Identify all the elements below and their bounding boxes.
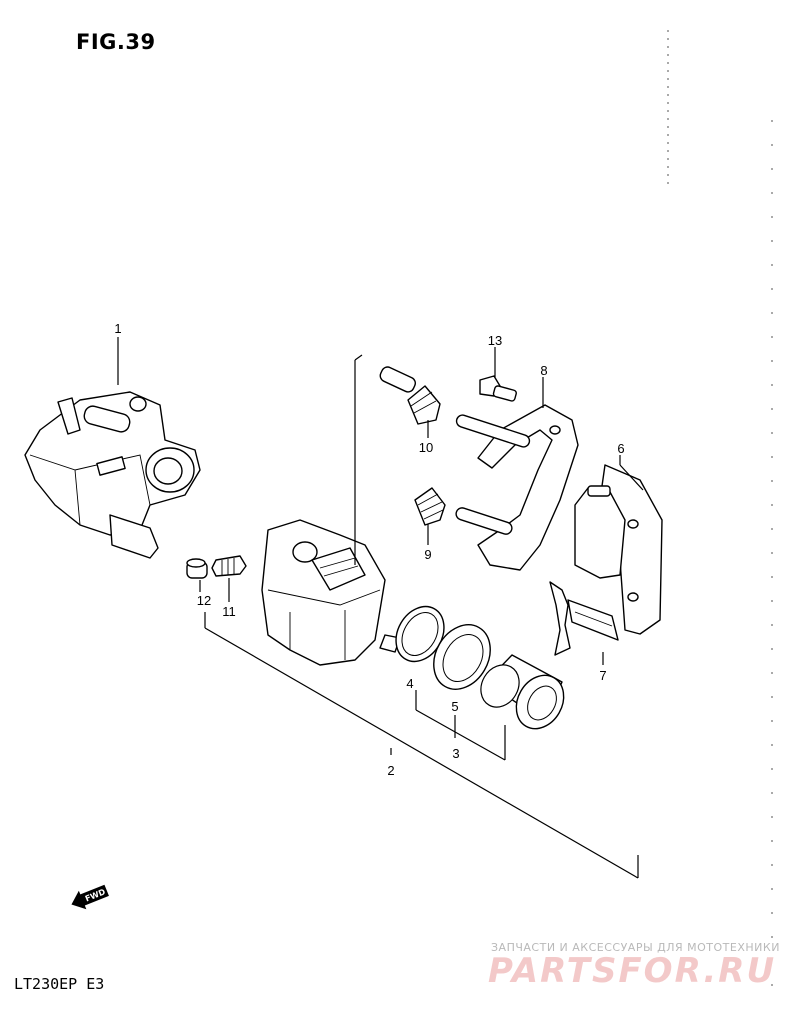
piston-seal-ring [395, 605, 445, 663]
callout-13: 13 [488, 333, 502, 348]
model-code: LT230EP E3 [14, 975, 105, 993]
forward-arrow-icon: FWD [71, 884, 109, 910]
callout-5: 5 [451, 699, 458, 714]
callout-12: 12 [197, 593, 211, 608]
callout-6: 6 [617, 441, 624, 456]
callout-2: 2 [387, 763, 394, 778]
callout-4: 4 [406, 676, 413, 691]
callout-11: 11 [222, 604, 236, 619]
callout-9: 9 [424, 547, 431, 562]
caliper-bracket [455, 404, 579, 571]
caliper-body [261, 519, 401, 666]
caliper-assembly [24, 391, 201, 559]
callout-3: 3 [452, 746, 459, 761]
leader-lines [117, 337, 644, 879]
bracket-bolt [479, 375, 517, 402]
slide-pin [379, 366, 416, 393]
dust-seal [433, 624, 491, 690]
callout-7: 7 [599, 668, 606, 683]
pin-boot-upper [407, 385, 441, 425]
watermark-subtitle: ЗАПЧАСТИ И АКСЕССУАРЫ ДЛЯ МОТОТЕХНИКИ [491, 941, 780, 954]
scan-artifacts [667, 30, 773, 1000]
callout-1: 1 [114, 321, 121, 336]
figure-title: FIG.39 [76, 30, 156, 54]
bleeder-valve [211, 555, 247, 577]
callout-10: 10 [419, 440, 433, 455]
pin-boot-lower [414, 487, 446, 526]
brake-pad-set [574, 464, 663, 635]
bleeder-cap [186, 558, 208, 579]
piston [480, 654, 565, 730]
pad-spring [549, 581, 619, 656]
watermark-brand: PARTSFOR.RU [488, 951, 777, 991]
callout-8: 8 [540, 363, 547, 378]
